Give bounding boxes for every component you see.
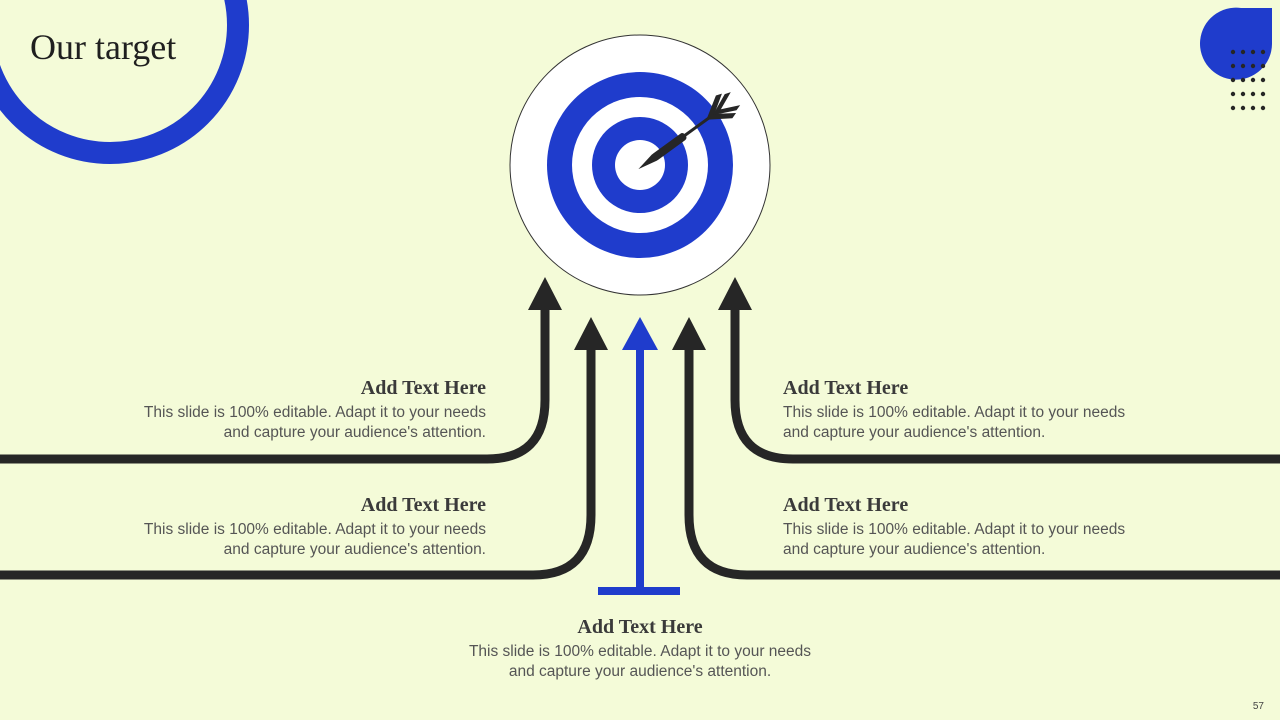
block-heading: Add Text Here	[577, 616, 703, 638]
block-body-line: This slide is 100% editable. Adapt it to…	[143, 521, 486, 538]
dot	[1260, 77, 1266, 83]
text-block-lower-right: Add Text Here This slide is 100% editabl…	[783, 493, 1143, 559]
arrow-lines	[0, 305, 1280, 580]
block-heading: Add Text Here	[360, 377, 486, 399]
dot	[1240, 49, 1246, 55]
dot	[1260, 91, 1266, 97]
dot	[1240, 91, 1246, 97]
block-body: This slide is 100% editable. Adapt it to…	[783, 520, 1143, 559]
target-icon	[509, 34, 771, 296]
dot	[1250, 77, 1256, 83]
center-arrow	[598, 317, 680, 595]
block-body: This slide is 100% editable. Adapt it to…	[460, 642, 820, 681]
dot	[1250, 49, 1256, 55]
arrow-upper-left-line	[0, 305, 550, 464]
text-block-upper-right: Add Text Here This slide is 100% editabl…	[783, 376, 1143, 442]
dot	[1230, 49, 1236, 55]
dot	[1240, 63, 1246, 69]
dot	[1260, 105, 1266, 111]
block-body-line: and capture your audience's attention.	[783, 540, 1046, 558]
dot	[1230, 91, 1236, 97]
target-bullseye	[615, 140, 665, 190]
arrow-upper-right-line	[730, 305, 1280, 464]
dot	[1230, 77, 1236, 83]
block-body-line: This slide is 100% editable. Adapt it to…	[468, 643, 812, 660]
dot	[1230, 63, 1236, 69]
arrow-lower-right-line	[684, 345, 1280, 580]
dart-icon	[638, 92, 741, 170]
dot	[1250, 91, 1256, 97]
dot	[1250, 63, 1256, 69]
dot-grid-icon	[1230, 49, 1266, 111]
dot	[1260, 49, 1266, 55]
block-body-line: and capture your audience's attention.	[783, 423, 1046, 441]
center-arrow-base	[598, 587, 680, 595]
block-body-line: and capture your audience's attention.	[223, 423, 486, 441]
text-block-bottom-center: Add Text Here This slide is 100% editabl…	[460, 615, 820, 681]
arrow-up-icon	[574, 317, 608, 350]
block-body-line: This slide is 100% editable. Adapt it to…	[783, 521, 1126, 538]
block-heading: Add Text Here	[783, 494, 909, 516]
text-block-upper-left: Add Text Here This slide is 100% editabl…	[126, 376, 486, 442]
dot	[1230, 105, 1236, 111]
decorative-ring	[0, 0, 249, 164]
block-body: This slide is 100% editable. Adapt it to…	[126, 403, 486, 442]
page-title: Our target	[30, 27, 177, 67]
dot	[1240, 105, 1246, 111]
block-body-line: This slide is 100% editable. Adapt it to…	[143, 404, 486, 421]
block-heading: Add Text Here	[783, 377, 909, 399]
arrow-lower-left-line	[0, 345, 596, 580]
block-body: This slide is 100% editable. Adapt it to…	[783, 403, 1143, 442]
arrow-up-icon	[622, 317, 658, 350]
block-heading: Add Text Here	[360, 494, 486, 516]
block-body: This slide is 100% editable. Adapt it to…	[126, 520, 486, 559]
center-arrow-shaft	[636, 345, 644, 591]
arrow-up-icon	[718, 277, 752, 310]
dot	[1240, 77, 1246, 83]
arrow-up-icon	[528, 277, 562, 310]
block-body-line: and capture your audience's attention.	[223, 540, 486, 558]
text-block-lower-left: Add Text Here This slide is 100% editabl…	[126, 493, 486, 559]
decorative-blob	[1200, 7, 1272, 80]
block-body-line: This slide is 100% editable. Adapt it to…	[783, 404, 1126, 421]
block-body-line: and capture your audience's attention.	[508, 662, 772, 680]
dot	[1260, 63, 1266, 69]
dot	[1250, 105, 1256, 111]
page-number: 57	[1252, 701, 1264, 712]
arrow-up-icon	[672, 317, 706, 350]
